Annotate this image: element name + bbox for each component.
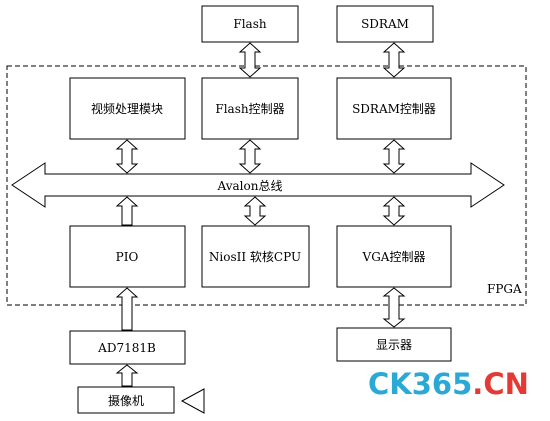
flash-controller-block [201,77,299,140]
video-bus-arrow [115,139,139,174]
vga-bus-arrow [382,196,406,226]
flash-link-arrow [238,42,262,78]
ad7181b-block [69,330,186,365]
watermark: CK365.CN [368,367,529,401]
camera-block [77,386,175,414]
pio-block [69,225,186,288]
fpga-label: FPGA [487,282,522,296]
sdram-controller-block [336,77,452,140]
vga-controller-label: VGA控制器 [362,250,426,264]
avalon-bus-arrow [11,162,505,208]
flash-label: Flash [233,17,266,31]
ad-to-pio-arrow [115,287,139,331]
ad7181b-label: AD7181B [97,341,156,355]
avalon-bus-label: Avalon总线 [217,179,283,193]
watermark-dot: . [472,367,483,401]
pio-to-bus-arrow [115,196,139,226]
sdram-ctrl-bus-arrow [382,139,406,174]
sdram-label: SDRAM [361,17,409,31]
watermark-brand: CK365 [368,367,472,401]
flash-block [201,5,299,43]
watermark-tld: CN [483,367,529,401]
camera-lens-icon [180,388,205,414]
display-block [336,327,452,362]
video-module-block [69,77,186,140]
flash-controller-label: Flash控制器 [215,102,284,116]
vga-controller-block [336,225,452,288]
pio-label: PIO [116,250,139,264]
sdram-link-arrow [382,42,406,78]
cpu-bus-arrow [243,196,267,226]
sdram-controller-label: SDRAM控制器 [352,102,436,116]
video-module-label: 视频处理模块 [91,101,163,116]
nios-cpu-block [201,225,310,288]
display-label: 显示器 [376,338,412,352]
flash-ctrl-bus-arrow [238,139,262,174]
sdram-block [336,5,434,43]
camera-label: 摄像机 [108,393,144,408]
nios-cpu-label: NiosII 软核CPU [209,250,301,264]
fpga-boundary [6,65,527,306]
camera-to-ad-arrow [115,364,139,387]
vga-display-arrow [382,287,406,328]
